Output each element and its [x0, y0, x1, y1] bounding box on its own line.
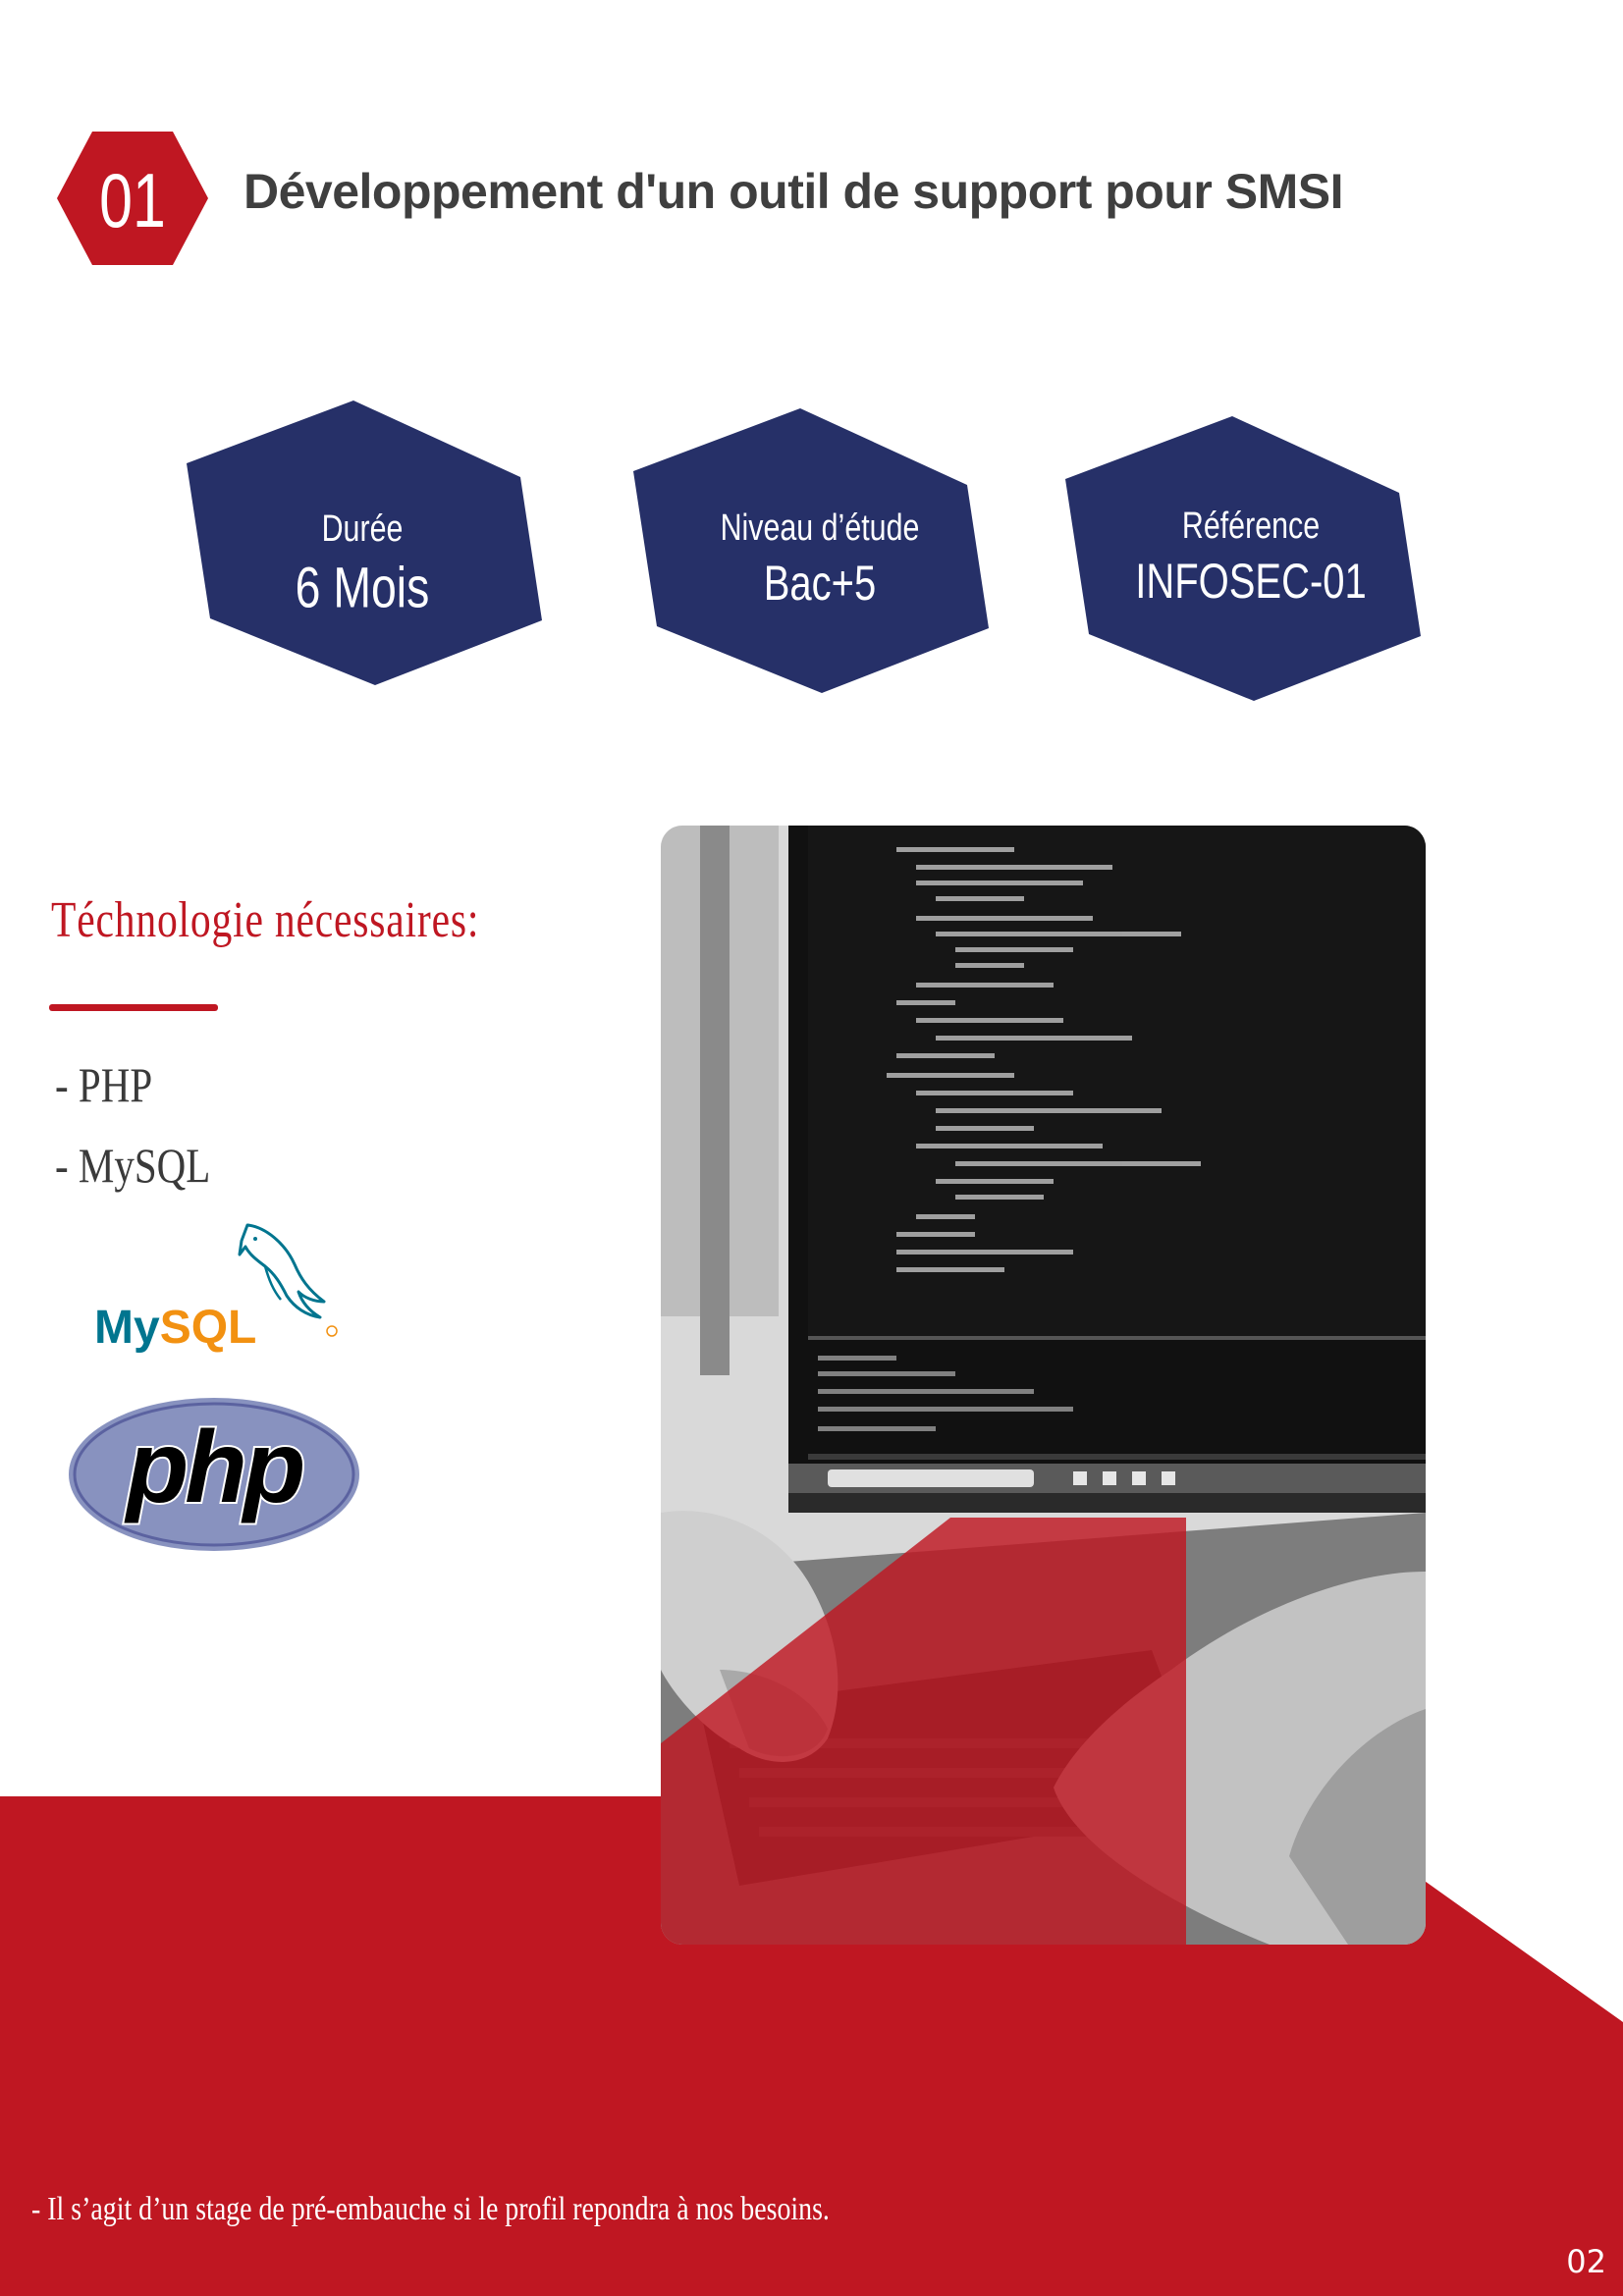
section-number-hexagon: 01	[57, 132, 208, 265]
laptop-coding-photo	[661, 826, 1426, 1945]
info-card-label: Niveau d’étude	[721, 507, 920, 549]
page-title: Développement d'un outil de support pour…	[243, 164, 1343, 219]
technologies-heading: Téchnologie nécessaires:	[51, 892, 480, 948]
php-logo-text: php	[124, 1411, 303, 1524]
page-number: 02	[1566, 2243, 1606, 2280]
info-card-study-level: Niveau d’étude Bac+5	[633, 408, 989, 693]
info-card-value: 6 Mois	[296, 556, 430, 619]
technologies-list: - PHP - MySQL	[55, 1050, 210, 1211]
info-card-label: Durée	[322, 508, 404, 550]
info-card-reference: Référence INFOSEC-01	[1065, 416, 1421, 701]
dolphin-icon	[238, 1223, 326, 1319]
list-item: - MySQL	[55, 1138, 211, 1193]
info-card-label: Référence	[1182, 506, 1320, 547]
info-card-value: Bac+5	[764, 556, 877, 611]
section-number: 01	[99, 158, 166, 243]
list-item: - PHP	[55, 1057, 153, 1112]
heading-divider	[49, 1004, 218, 1011]
info-card-duration: Durée 6 Mois	[187, 400, 542, 685]
mysql-logo-text: MySQL	[94, 1302, 256, 1354]
info-card-value: INFOSEC-01	[1135, 554, 1367, 609]
mysql-logo: MySQL	[94, 1223, 338, 1354]
footer-note: - Il s’agit d’un stage de pré-embauche s…	[31, 2191, 830, 2227]
php-logo: php	[69, 1398, 359, 1551]
